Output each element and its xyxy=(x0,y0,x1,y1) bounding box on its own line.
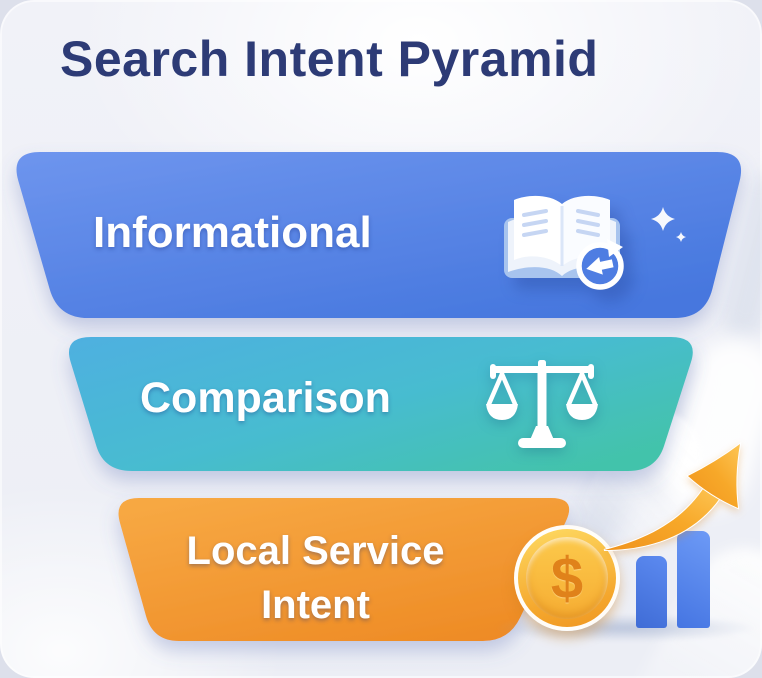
level-3-label: Local Service Intent xyxy=(186,529,445,627)
bar-chart-short-bar xyxy=(636,556,667,628)
growth-arrow-icon xyxy=(603,441,742,551)
sparkle-icon xyxy=(651,207,687,243)
coin-face: $ xyxy=(526,537,608,619)
level-3-shape xyxy=(118,498,570,641)
refresh-arrow-badge-icon xyxy=(576,239,624,290)
bar-chart-tall-bar xyxy=(677,531,710,628)
page-title: Search Intent Pyramid xyxy=(60,31,599,87)
level-1-label: Informational xyxy=(93,208,372,257)
dollar-coin-icon: $ xyxy=(514,525,620,631)
dollar-symbol: $ xyxy=(550,545,584,611)
level-2-label: Comparison xyxy=(140,374,391,422)
balance-scale-icon xyxy=(486,360,598,448)
open-book-icon xyxy=(504,195,624,290)
